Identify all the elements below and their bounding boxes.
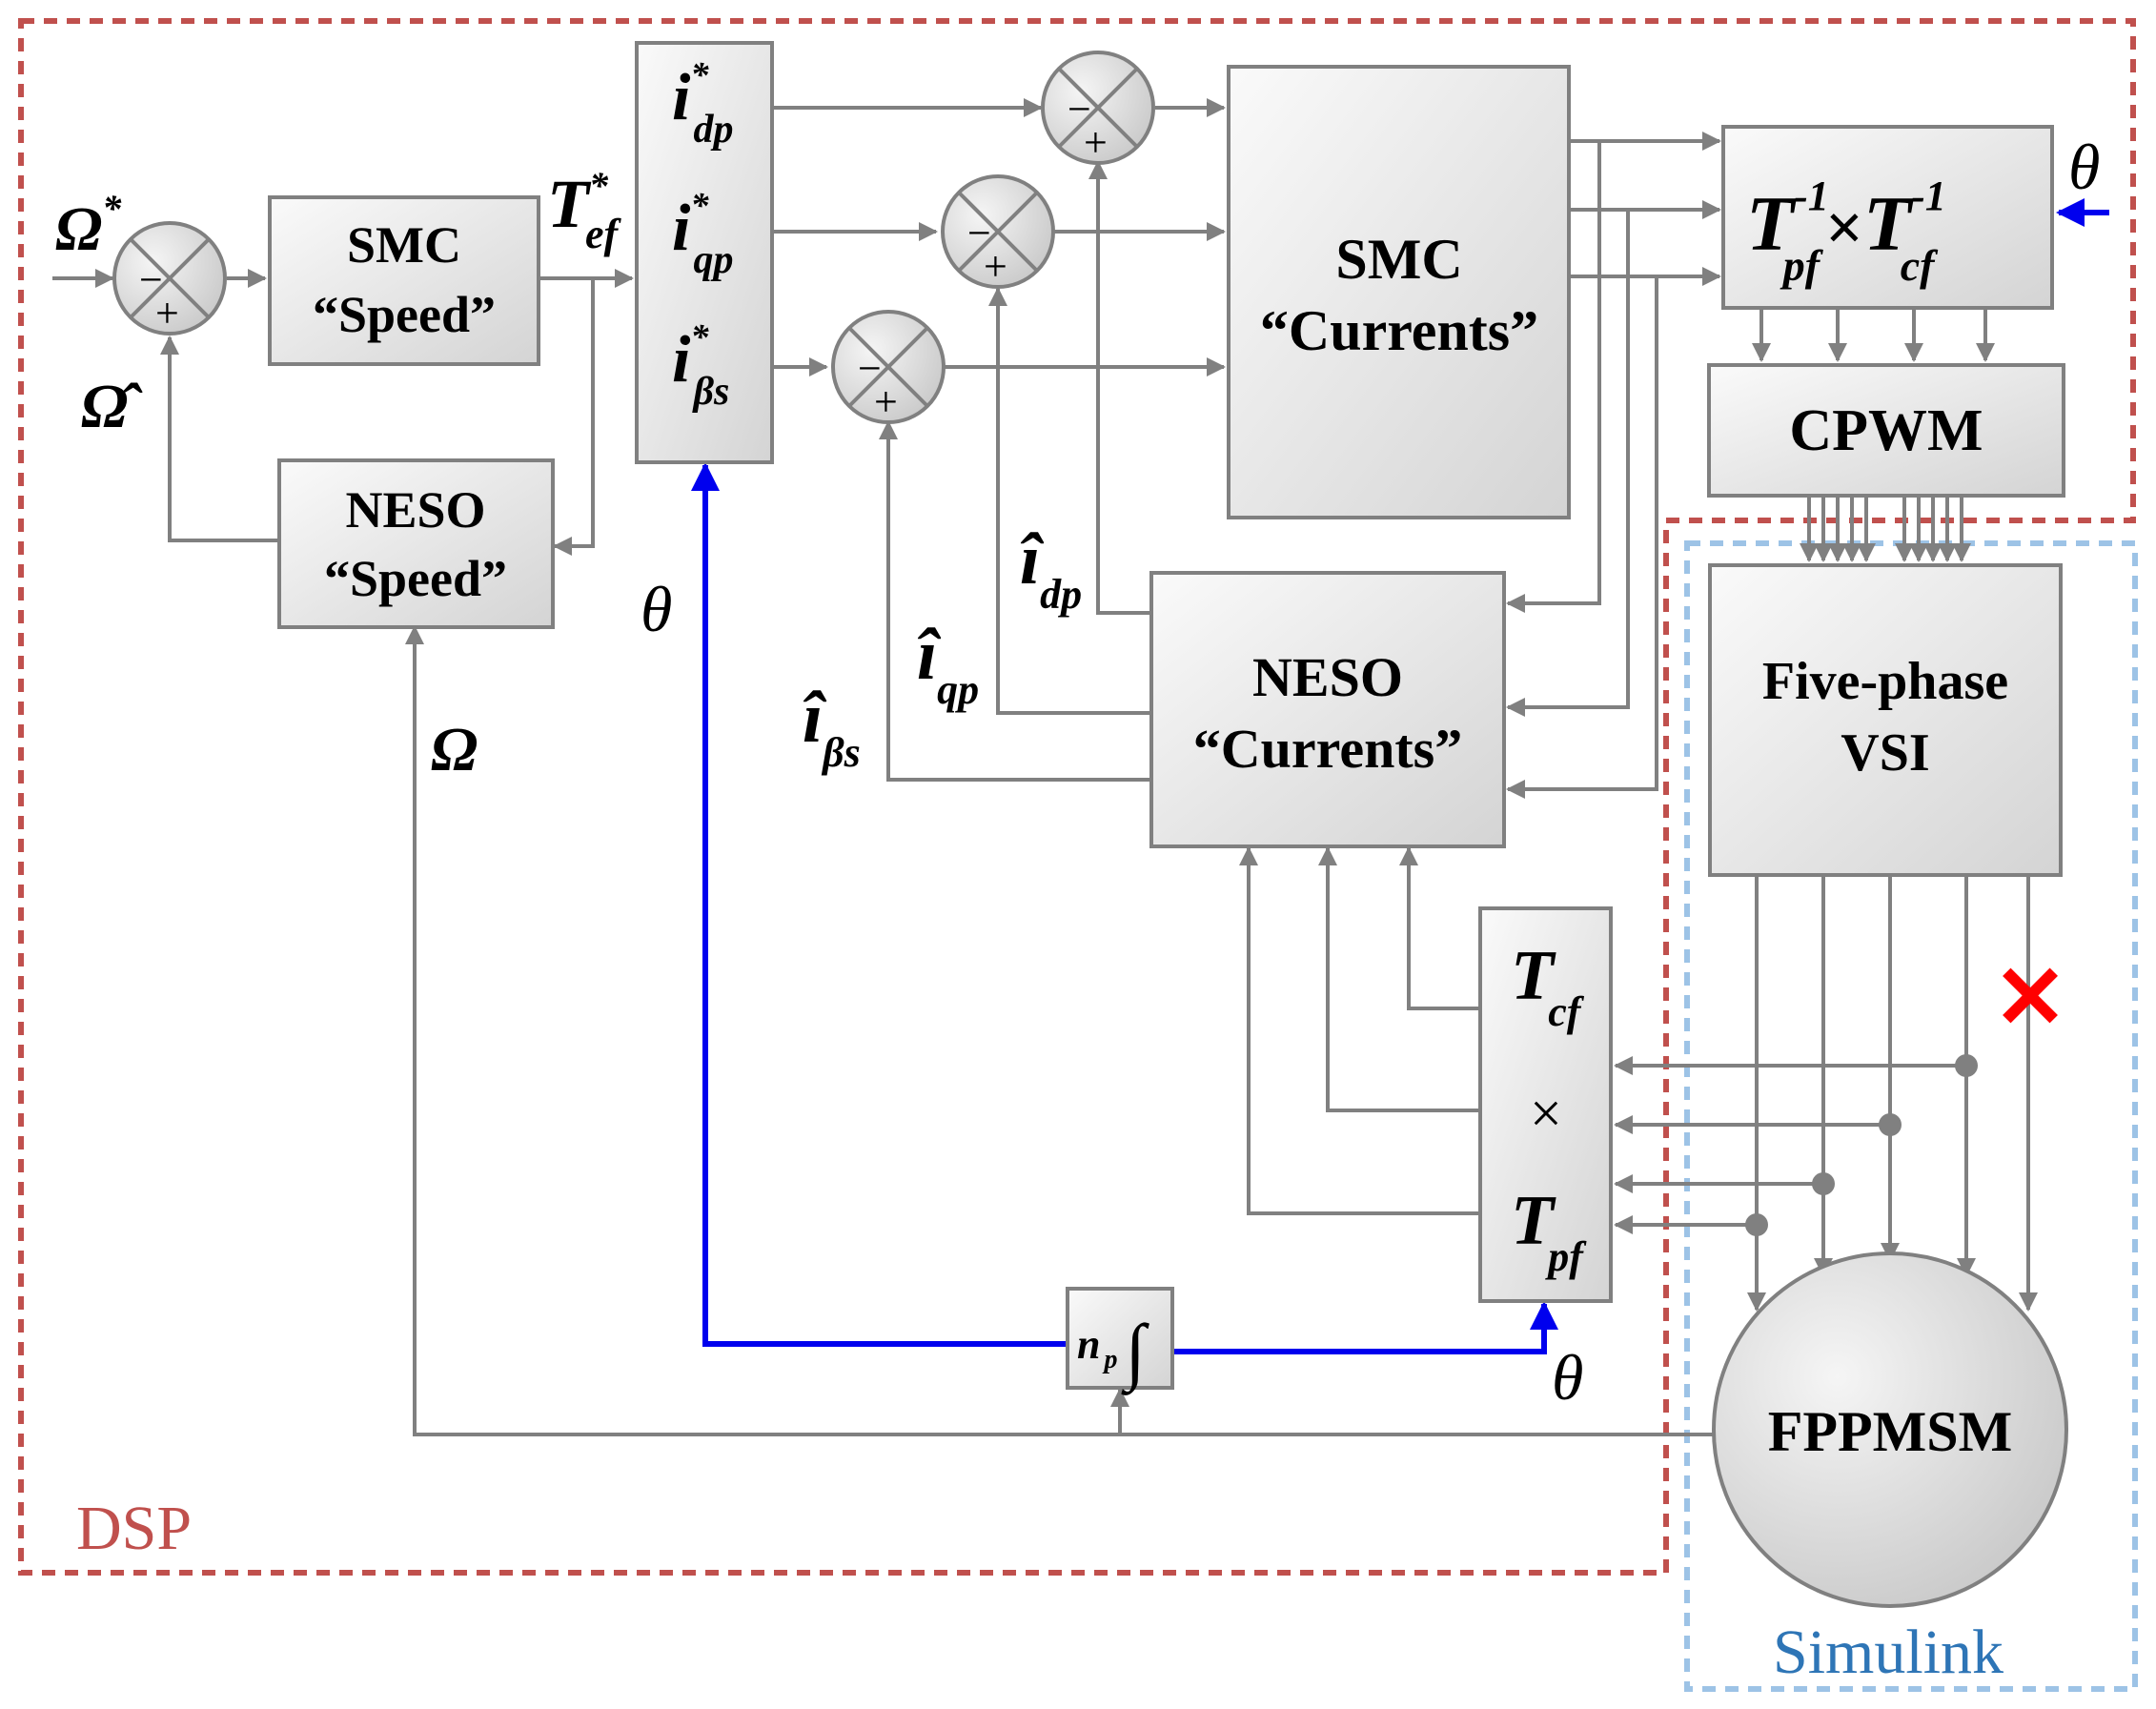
sum-junction-d: − +	[1041, 51, 1155, 166]
block-label: SMC	[1335, 228, 1462, 291]
block-label: Five-phase	[1762, 652, 2008, 711]
theta-label-bottom: θ	[1552, 1341, 1583, 1414]
plus-sign: +	[1084, 119, 1108, 166]
block-label: SMC	[347, 216, 461, 274]
sum-junction-q: − +	[941, 174, 1055, 290]
minus-sign: −	[967, 210, 991, 256]
omega-hat-label: Ω̂	[81, 372, 143, 441]
id-ref-label: i*dp	[672, 55, 733, 152]
plus-sign: +	[984, 243, 1007, 290]
simulink-label: Simulink	[1773, 1617, 2003, 1687]
junction-dots	[1745, 1054, 1978, 1236]
neso-speed-block: NESO “Speed”	[277, 458, 555, 629]
minus-sign: −	[858, 345, 882, 392]
ib-ref-label: i*βs	[672, 317, 729, 414]
simulink-region: Simulink	[1684, 540, 2138, 1692]
block-label: “Currents”	[1193, 718, 1462, 780]
times-label: ×	[1530, 1082, 1562, 1145]
block-label: “Currents”	[1260, 299, 1538, 362]
ib-hat-label: îβs	[803, 678, 861, 776]
block-label: VSI	[1841, 723, 1929, 783]
iq-ref-label: i*qp	[672, 186, 733, 282]
current-reference-block: i*dp i*qp i*βs	[635, 41, 774, 464]
block-label: FPPMSM	[1768, 1400, 2013, 1463]
vsi-block: Five-phase VSI	[1708, 563, 2063, 877]
iq-hat-label: îqp	[917, 615, 979, 713]
signal-lines	[52, 98, 2038, 1436]
tcf-label: Tcf	[1511, 937, 1585, 1035]
minus-sign: −	[1068, 86, 1091, 132]
minus-sign: −	[139, 256, 163, 303]
neso-currents-block: NESO “Currents”	[1149, 571, 1506, 848]
omega-label: Ω	[431, 715, 478, 784]
dsp-region: DSP	[18, 18, 2136, 1576]
smc-speed-block: SMC “Speed”	[268, 195, 540, 366]
theta-path	[691, 198, 2109, 1354]
transform-stack-block: Tcf × Tpf	[1478, 906, 1613, 1303]
torque-ref-label: T*ef	[547, 164, 622, 257]
fault-icon: ✕	[1993, 949, 2066, 1047]
plus-sign: +	[155, 290, 179, 336]
smc-currents-block: SMC “Currents”	[1227, 65, 1571, 519]
tpf-label: Tpf	[1511, 1182, 1587, 1280]
sum-junction-speed: − +	[112, 221, 227, 336]
block-label: CPWM	[1789, 398, 1983, 463]
theta-label-right: θ	[2068, 131, 2100, 203]
block-label: “Speed”	[324, 550, 507, 607]
dsp-label: DSP	[76, 1494, 192, 1563]
motor-block: FPPMSM	[1712, 1251, 2068, 1608]
plus-sign: +	[874, 378, 898, 425]
block-label: NESO	[1252, 646, 1403, 708]
cpwm-block: CPWM	[1707, 363, 2065, 498]
sum-junction-beta: − +	[831, 310, 946, 425]
id-hat-label: îdp	[1020, 519, 1082, 618]
block-label: “Speed”	[313, 286, 496, 343]
block-label: NESO	[345, 481, 485, 539]
omega-ref-label: Ω*	[55, 187, 122, 264]
theta-label-left: θ	[641, 573, 672, 645]
